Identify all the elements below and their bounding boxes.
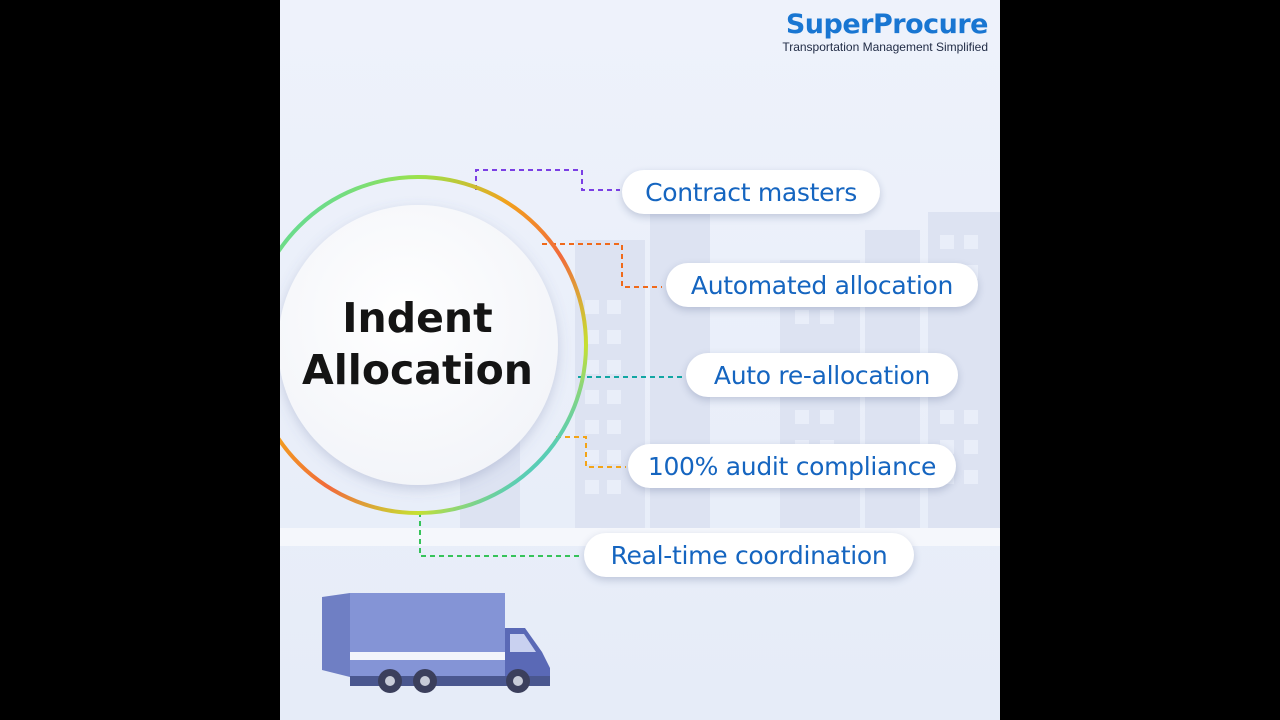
feature-label: Contract masters	[645, 177, 857, 207]
feature-label: Automated allocation	[690, 270, 954, 300]
feature-pill-audit-compliance: 100% audit compliance	[628, 444, 956, 488]
brand-logo: SuperProcure Transportation Management S…	[782, 8, 988, 54]
hub-title-line-2: Allocation	[302, 346, 533, 394]
hub-ring	[280, 175, 588, 515]
hub-circle	[280, 205, 558, 485]
hub-title: Indent Allocation	[290, 292, 545, 396]
feature-pill-auto-re-allocation: Auto re-allocation	[686, 353, 958, 397]
hub-title-line-1: Indent	[342, 294, 493, 342]
feature-pill-contract-masters: Contract masters	[622, 170, 880, 214]
delivery-truck-icon	[322, 593, 550, 693]
brand-tagline: Transportation Management Simplified	[782, 40, 988, 54]
brand-name: SuperProcure	[785, 9, 989, 40]
connectors	[419, 169, 684, 557]
feature-pill-real-time-coordination: Real-time coordination	[584, 533, 914, 577]
feature-label: 100% audit compliance	[647, 451, 937, 481]
feature-label: Auto re-allocation	[713, 360, 931, 390]
feature-pill-automated-allocation: Automated allocation	[666, 263, 978, 307]
feature-label: Real-time coordination	[610, 540, 888, 570]
infographic-panel: SuperProcure Transportation Management S…	[280, 0, 1000, 720]
